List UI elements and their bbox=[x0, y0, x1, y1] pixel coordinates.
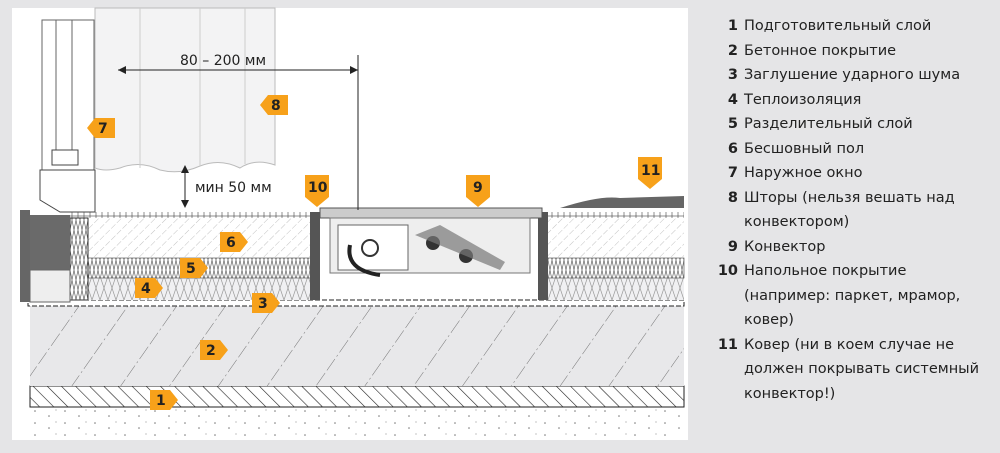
dimension-width: 80 – 200 мм bbox=[180, 53, 266, 69]
marker-8: 8 bbox=[271, 98, 281, 114]
marker-10: 10 bbox=[308, 180, 328, 196]
layer-6-screed bbox=[88, 218, 318, 258]
window-frame bbox=[39, 19, 96, 213]
marker-1: 1 bbox=[156, 393, 166, 409]
layer-1-preparation bbox=[29, 385, 685, 408]
marker-6: 6 bbox=[226, 235, 236, 251]
outer-wall bbox=[20, 210, 30, 302]
convector bbox=[319, 207, 543, 277]
floor-section-diagram: 80 – 200 мм мин 50 мм 1 2 3 4 5 6 7 8 10… bbox=[12, 7, 688, 440]
carpet bbox=[560, 196, 684, 208]
marker-3: 3 bbox=[258, 296, 268, 312]
marker-11: 11 bbox=[641, 163, 660, 179]
marker-4: 4 bbox=[141, 281, 151, 297]
marker-9: 9 bbox=[473, 180, 483, 196]
marker-7: 7 bbox=[98, 121, 108, 137]
floor-covering bbox=[70, 212, 320, 218]
layer-ground bbox=[30, 408, 684, 436]
marker-2: 2 bbox=[206, 343, 216, 359]
curtain bbox=[94, 7, 276, 173]
marker-5: 5 bbox=[186, 261, 196, 277]
layer-3-impact-sound bbox=[27, 299, 685, 307]
dimension-min-gap: мин 50 мм bbox=[195, 180, 272, 196]
